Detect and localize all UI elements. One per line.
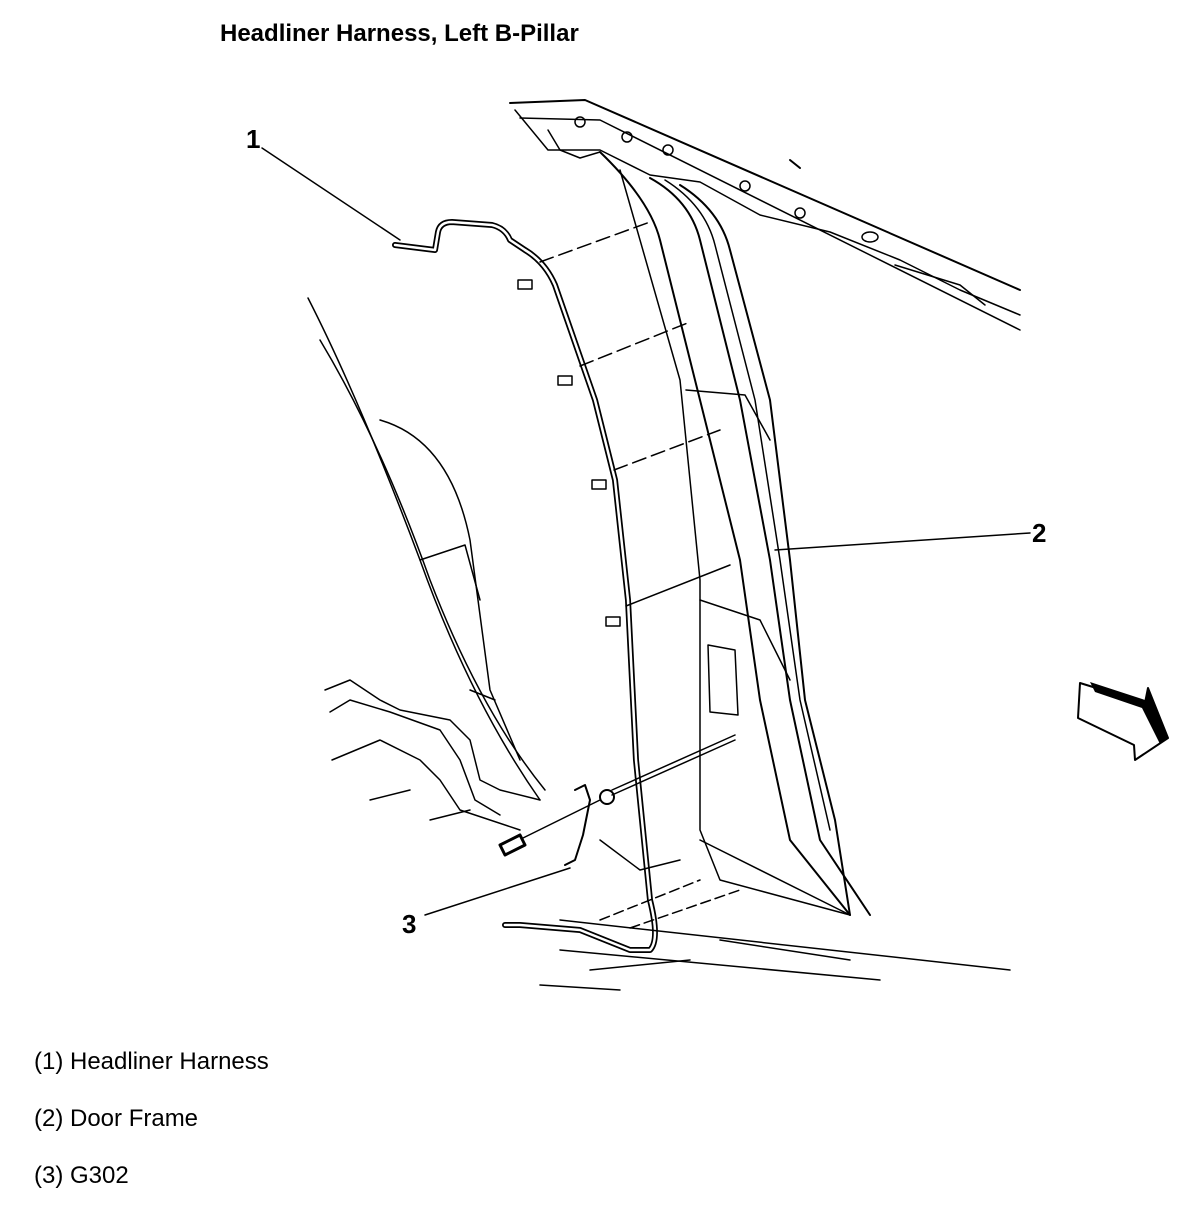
- callout-3: 3: [402, 909, 416, 939]
- callout-2: 2: [1032, 518, 1046, 548]
- callout-1: 1: [246, 124, 260, 154]
- headliner-harness: [392, 219, 741, 953]
- leader-line-1: [261, 147, 401, 241]
- door-frame: [599, 151, 871, 916]
- front-direction-arrow-icon: [1077, 682, 1169, 761]
- leader-line-2: [774, 532, 1031, 551]
- rear-quarter-panel: [307, 297, 546, 831]
- legend-item-g302: (3) G302: [34, 1162, 129, 1189]
- legend: (1) Headliner Harness (2) Door Frame (3)…: [34, 1046, 269, 1217]
- legend-item-door-frame: (2) Door Frame: [34, 1105, 199, 1132]
- roof-panel: [509, 99, 1021, 331]
- floor-sill: [539, 839, 1011, 991]
- ground-bolt-g302: [498, 739, 736, 866]
- legend-item-headliner-harness: (1) Headliner Harness: [34, 1048, 269, 1075]
- diagram-title: Headliner Harness, Left B-Pillar: [220, 20, 579, 47]
- b-pillar-diagram: 1 2 3: [246, 99, 1169, 991]
- leader-line-3: [424, 867, 571, 916]
